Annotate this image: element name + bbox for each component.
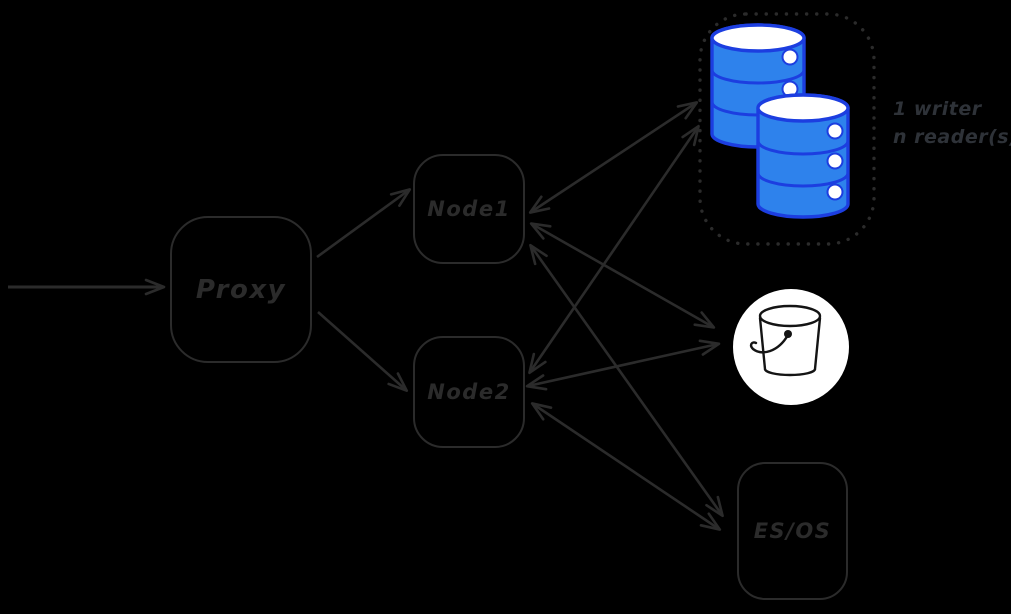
database-note-line1: 1 writer bbox=[893, 98, 982, 120]
node1-node: Node1 bbox=[413, 154, 525, 264]
node1-label: Node1 bbox=[427, 197, 511, 221]
database-cluster-note: 1 writer n reader(s) bbox=[893, 96, 1011, 151]
esos-label: ES/OS bbox=[753, 519, 832, 543]
edge-node1-esos bbox=[529, 243, 724, 518]
edge-node2-bucket bbox=[525, 339, 721, 391]
esos-node: ES/OS bbox=[737, 462, 848, 600]
bucket-icon bbox=[733, 289, 849, 405]
edge-proxy-node1 bbox=[316, 188, 412, 259]
edge-proxy-node2 bbox=[317, 311, 409, 392]
edge-node2-esos bbox=[530, 402, 722, 531]
proxy-node: Proxy bbox=[170, 216, 312, 363]
database-icon bbox=[756, 93, 850, 219]
node2-node: Node2 bbox=[413, 336, 525, 448]
edge-node1-database bbox=[528, 101, 699, 214]
node2-label: Node2 bbox=[427, 380, 511, 404]
edge-node1-bucket bbox=[529, 222, 716, 329]
database-note-line2: n reader(s) bbox=[893, 125, 1011, 148]
edge-node2-database bbox=[528, 124, 700, 375]
proxy-label: Proxy bbox=[195, 274, 287, 305]
database-cluster-container bbox=[698, 12, 876, 246]
